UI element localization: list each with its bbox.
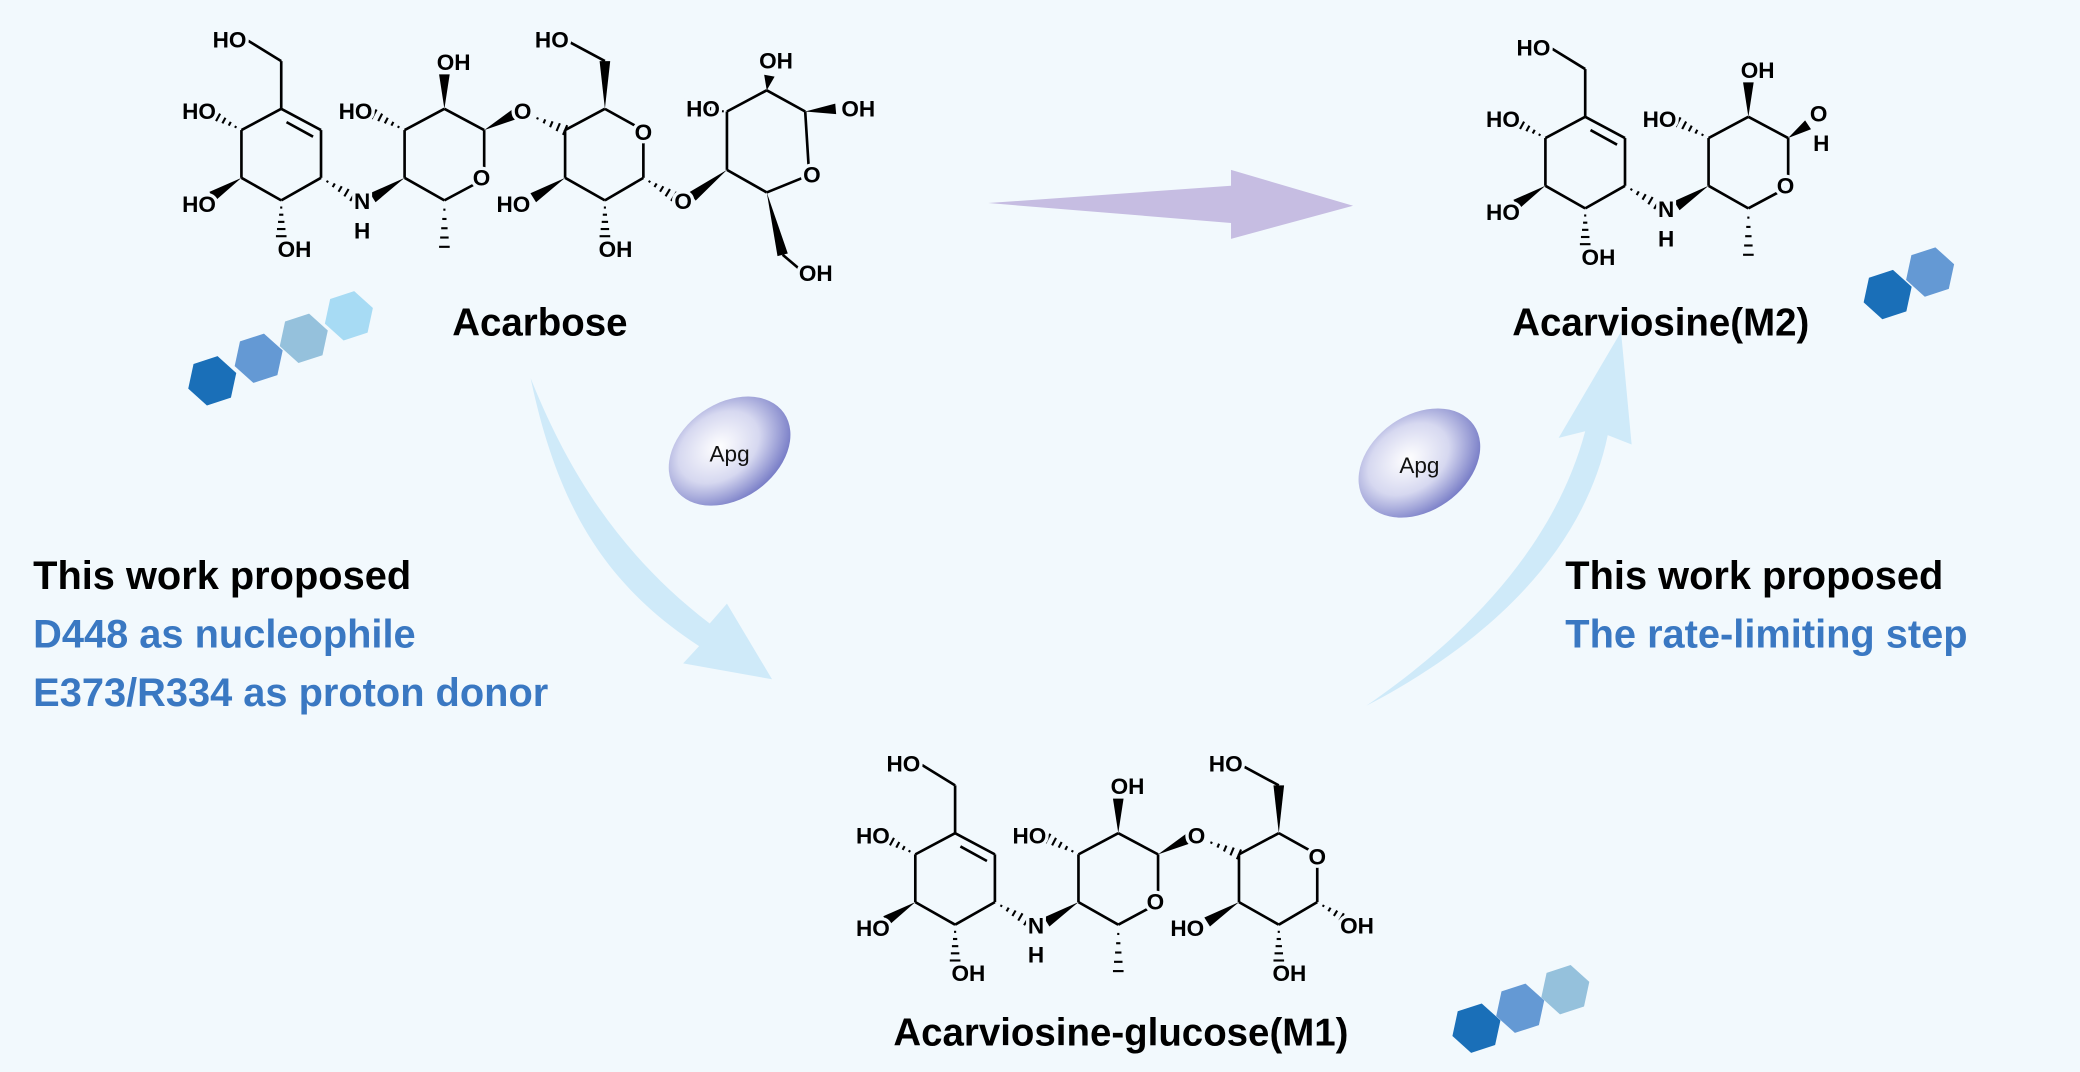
atom-label: HO [1486,107,1520,132]
hexagon-icon [1863,269,1912,320]
enzyme-apg-right-label: Apg [1399,453,1439,478]
acarbose-label: Acarbose [452,302,627,345]
arrow-m1-to-m2 [1366,331,1632,706]
sugar-units-m1-icon [1452,965,1590,1053]
atom-label: N [1658,197,1674,222]
atom-label: OH [1111,774,1145,799]
atom-label: HO [856,916,890,941]
hexagon-icon [324,291,373,341]
hexagon-icon [1906,247,1955,297]
arrow-acarbose-to-m2 [988,169,1354,239]
left-note-heading: This work proposed [33,554,411,598]
atom-label: OH [278,237,312,262]
atom-label: H [1028,943,1044,968]
enzyme-apg-left [668,396,791,506]
atom-label: HO [1012,823,1046,848]
atom-label: HO [886,752,920,777]
atom-label: OH [841,96,875,121]
atom-label: H [1658,226,1674,251]
atom-label: O [803,163,821,188]
atom-label: O [674,189,692,214]
atom-label: OH [599,237,633,262]
hexagon-icon [1452,1003,1501,1053]
hexagon-icon [234,333,283,383]
acarviosine-glucose-m1-label: Acarviosine-glucose(M1) [893,1011,1348,1054]
atom-label: HO [856,823,890,848]
hexagon-icon [279,313,328,364]
sugar-units-m2-icon [1863,247,1955,320]
hexagon-icon [188,356,237,406]
arrow-acarbose-to-m1 [530,378,773,680]
atom-label: OH [1340,914,1374,939]
atom-label: HO [213,27,247,52]
atom-label: HO [1170,916,1204,941]
atom-label: O [1810,102,1828,127]
atom-label: OH [951,961,985,986]
left-note-line-1: D448 as nucleophile [33,612,416,656]
atom-label: H [354,218,370,243]
atom-label: H [1813,131,1829,156]
atom-label: O [1147,890,1165,915]
right-note-line-1: The rate-limiting step [1565,612,1967,656]
atom-label: HO [686,96,720,121]
enzyme-apg-left-label: Apg [710,441,750,466]
acarviosine-m2-label: Acarviosine(M2) [1512,302,1809,345]
enzyme-apg-right [1358,408,1481,518]
atom-label: O [635,120,653,145]
right-note-heading: This work proposed [1565,554,1943,598]
atom-label: HO [535,27,569,52]
atom-label: O [473,165,491,190]
atom-label: OH [1741,58,1775,83]
hexagon-icon [1496,983,1545,1033]
atom-label: HO [339,99,373,124]
atom-label: O [514,99,532,124]
sugar-units-acarbose-icon [188,291,373,406]
atom-label: HO [496,192,530,217]
atom-label: N [1028,914,1044,939]
atom-label: HO [1643,107,1677,132]
atom-label: HO [182,192,216,217]
atom-label: O [1308,845,1326,870]
atom-label: N [354,189,370,214]
left-note-line-2: E373/R334 as proton donor [33,671,548,715]
atom-label: HO [1486,200,1520,225]
atom-label: OH [1582,245,1616,270]
atom-label: OH [1272,961,1306,986]
atom-label: HO [1517,35,1551,60]
hexagon-icon [1541,965,1590,1015]
atom-label: OH [437,50,471,75]
atom-label: HO [1209,752,1243,777]
atom-label: O [1188,823,1206,848]
atom-label: OH [759,49,793,74]
atom-label: OH [799,261,833,286]
atom-label: O [1777,173,1795,198]
atom-label: HO [182,99,216,124]
